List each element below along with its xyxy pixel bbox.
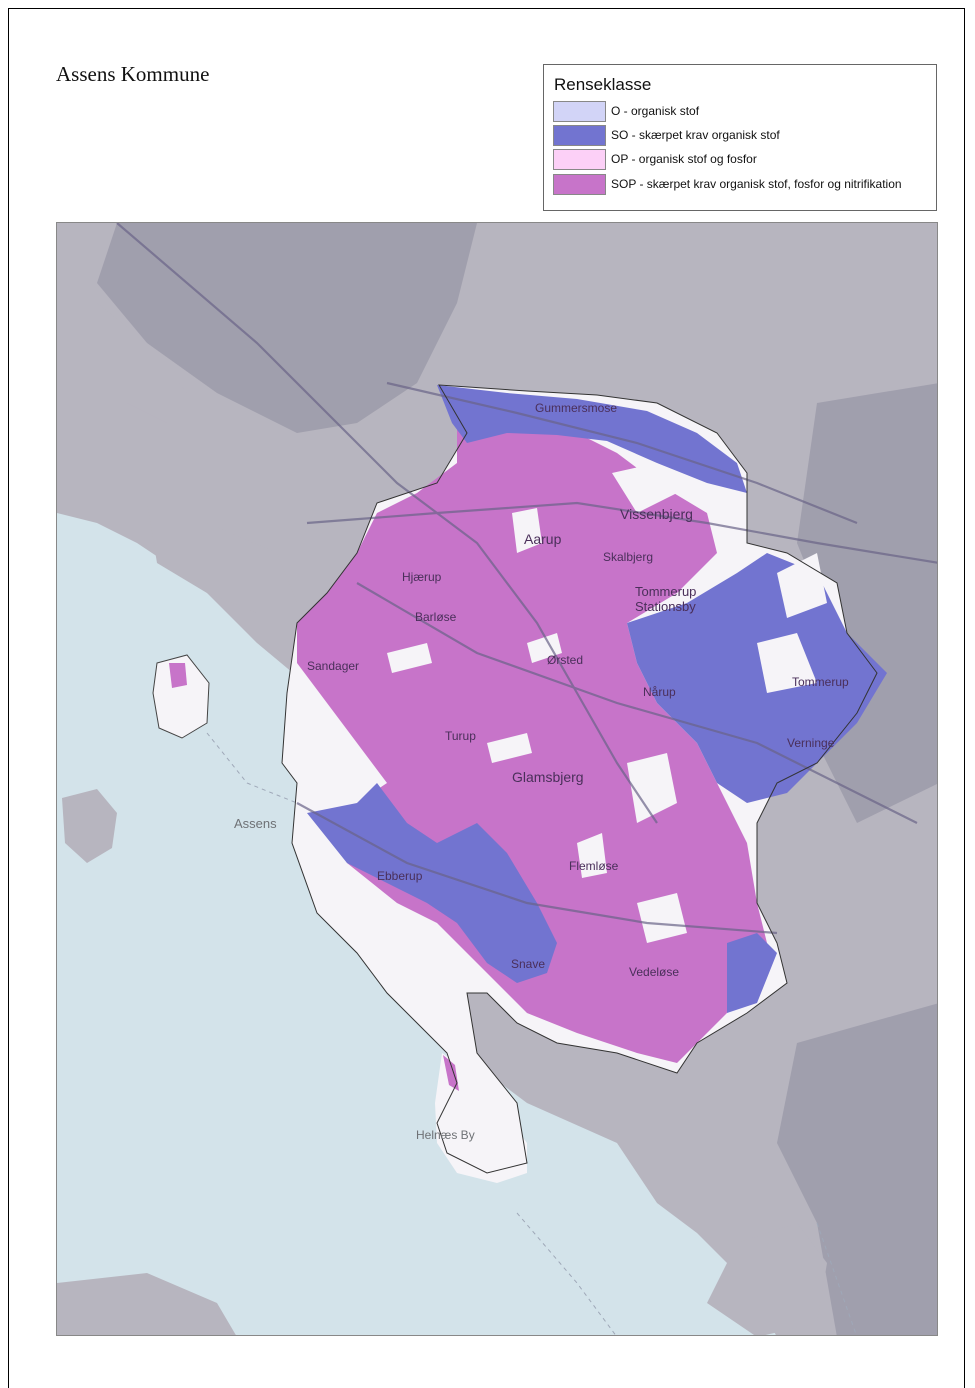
legend-swatch-sop [553,173,606,195]
ferry-routes [206,732,857,1335]
legend-label-o: O - organisk stof [611,104,700,118]
place-label: Skalbjerg [603,550,654,564]
land-dark-north [97,223,477,433]
roads [116,223,937,935]
place-label: Verninge [787,736,835,750]
place-label: Glamsbjerg [512,769,584,785]
place-label: Snave [511,957,546,971]
place-label: Ørsted [547,653,584,667]
legend-swatch-o [553,100,606,122]
legend-title: Renseklasse [554,75,652,94]
place-label: Flemløse [569,859,619,873]
island-baago-sop [169,663,187,688]
so-region-east [627,553,887,803]
island-southwest [57,1273,236,1335]
place-label: Sandager [307,659,360,673]
place-label: Tommerup Stationsby [635,584,697,614]
legend-label-sop: SOP - skærpet krav organisk stof, fosfor… [611,177,902,191]
legend-swatch-so [553,124,606,146]
place-label: Hjærup [402,570,442,584]
map-panel[interactable]: Gummersmose Vissenbjerg Aarup Skalbjerg … [56,222,938,1336]
legend-item-op: OP - organisk stof og fosfor [553,148,757,170]
northwest-peninsula [57,293,187,423]
legend: Renseklasse O - organisk stof SO - skærp… [543,64,937,211]
place-label: Turup [445,729,476,743]
place-label: Helnæs By [416,1128,475,1142]
place-label: Assens [234,816,277,831]
legend-label-so: SO - skærpet krav organisk stof [611,128,780,142]
map-canvas [57,223,937,1335]
place-label: Tommerup [792,675,849,689]
land-dark-southeast [777,1003,937,1335]
island-west [62,789,117,863]
legend-item-sop: SOP - skærpet krav organisk stof, fosfor… [553,173,902,195]
page-frame [8,8,965,1388]
legend-label-op: OP - organisk stof og fosfor [611,152,757,166]
place-label: Barløse [415,610,457,624]
island-south-2 [707,1223,827,1335]
place-label: Aarup [524,531,562,547]
map-title: Assens Kommune [56,62,210,86]
so-region-southwest [307,783,557,983]
place-label: Vissenbjerg [620,506,693,522]
helnaes-sop [443,1055,459,1091]
legend-swatch-op [553,148,606,170]
island-baago [152,654,210,739]
place-label: Ebberup [377,869,423,883]
island-south-1 [657,1103,727,1133]
legend-item-o: O - organisk stof [553,100,699,122]
municipality-outline [281,384,878,1174]
legend-item-so: SO - skærpet krav organisk stof [553,124,780,146]
so-region-southeast [727,933,777,1013]
northwest-coast [147,503,297,613]
place-label: Vedeløse [629,965,680,979]
place-label: Nårup [643,685,676,699]
place-label: Gummersmose [535,401,618,415]
